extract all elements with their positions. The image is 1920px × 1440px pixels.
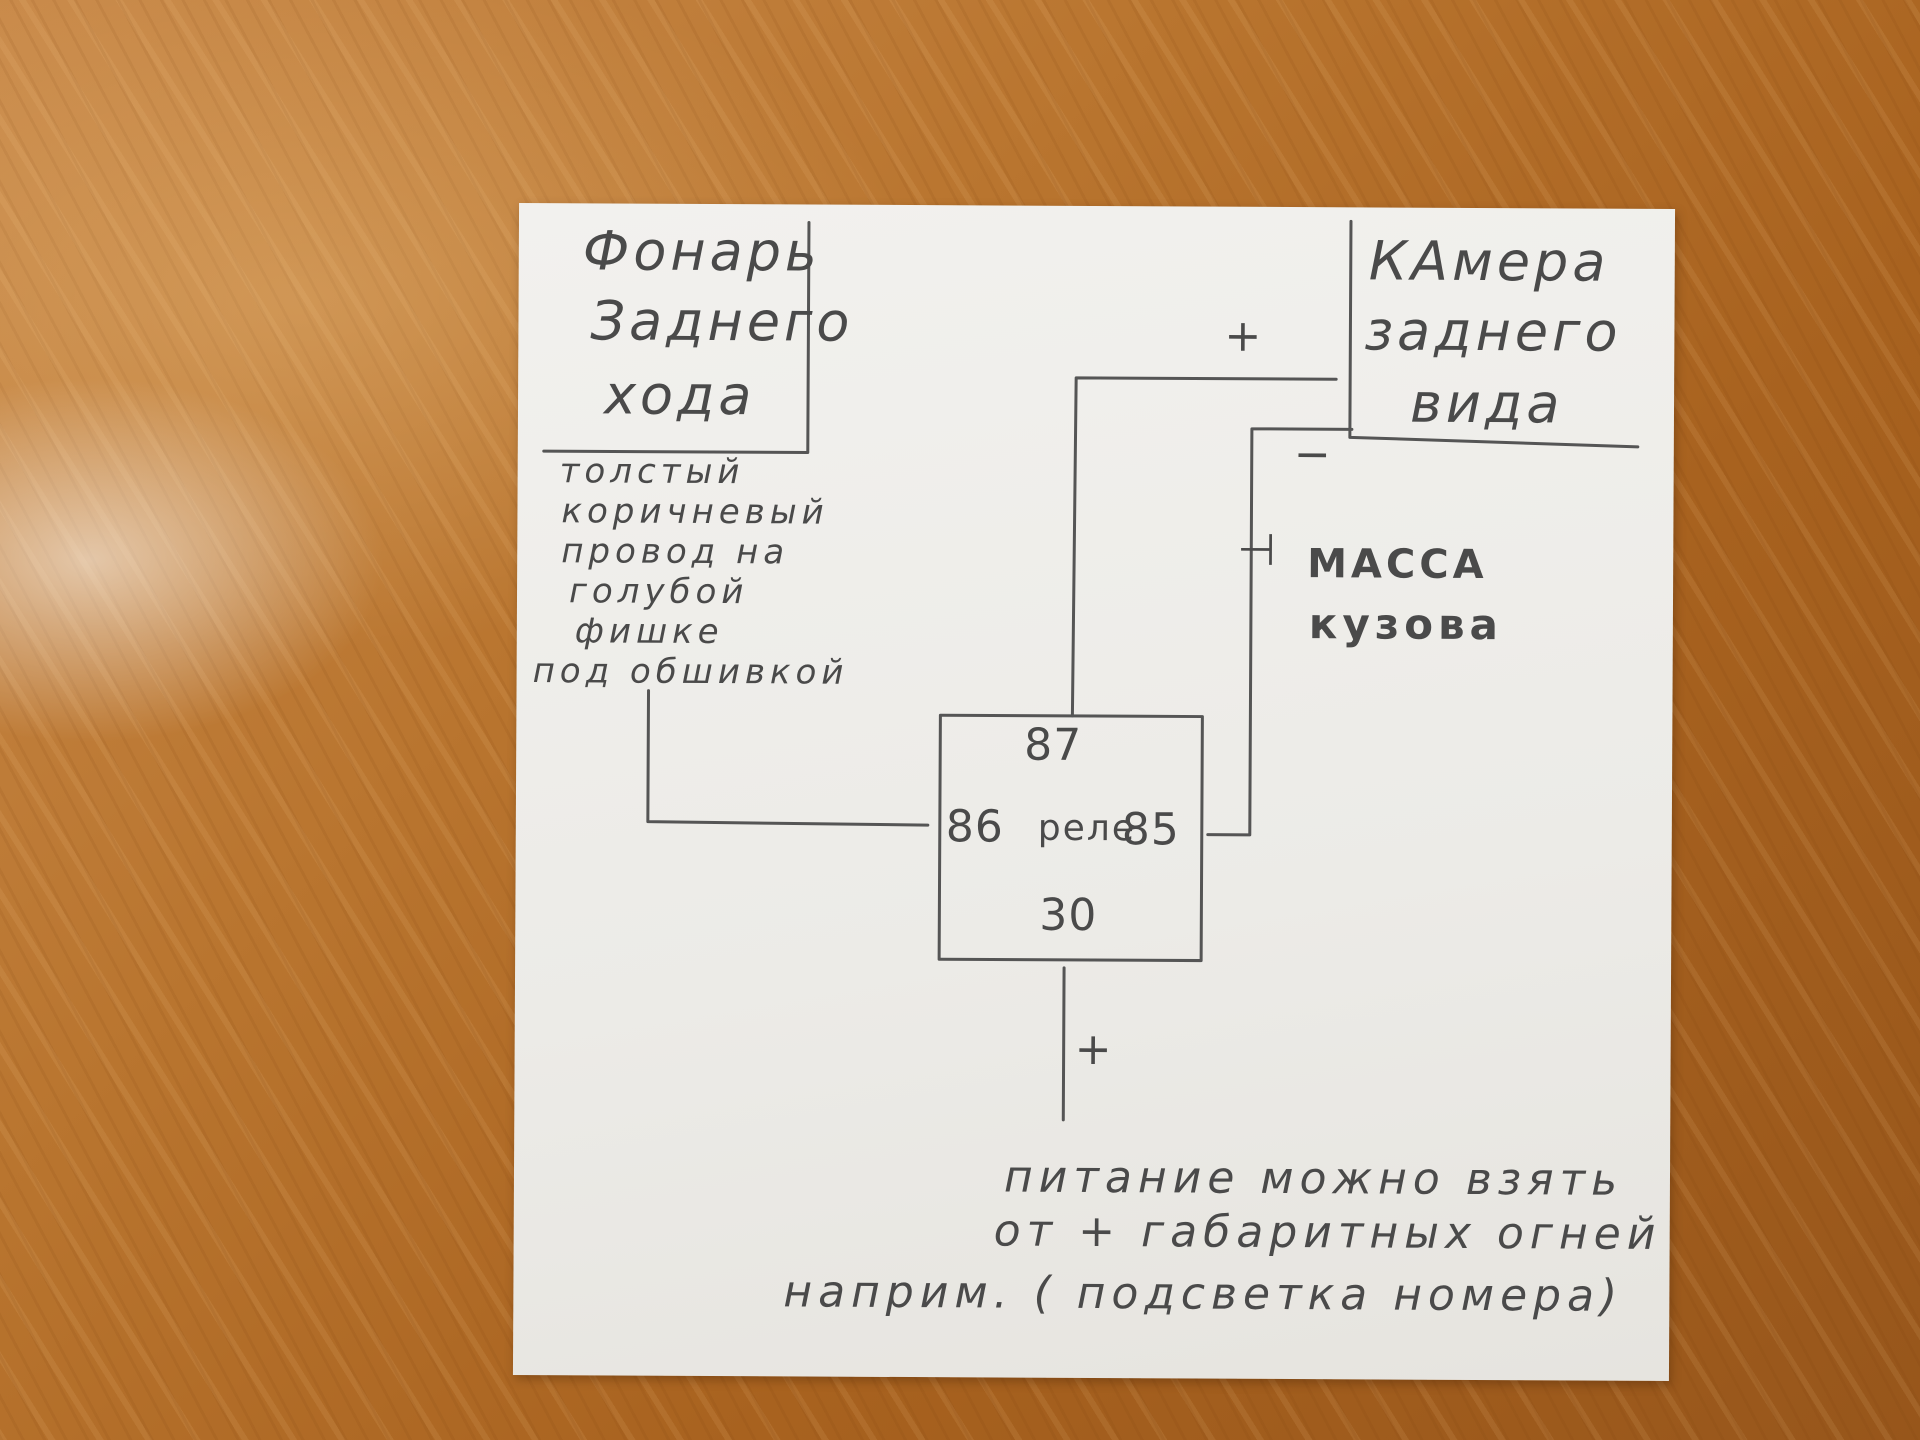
power-note-line1: питание можно взять xyxy=(1003,1151,1624,1206)
relay-pin-30: 30 xyxy=(1039,889,1098,942)
relay-pin-87: 87 xyxy=(1024,719,1083,771)
ground-label-line1: МАССА xyxy=(1307,541,1488,589)
camera-minus-sign: − xyxy=(1293,429,1332,481)
wire-85-to-ground xyxy=(1206,427,1354,837)
wire-30-power xyxy=(1061,966,1066,1122)
power-note-line3: наприм. ( подсветка номера) xyxy=(783,1266,1624,1322)
relay-pin-86: 86 xyxy=(945,801,1004,853)
wire-lamp-to-86 xyxy=(646,689,930,827)
lamp-label-line3: хода xyxy=(603,363,756,428)
lamp-label-line2: Заднего xyxy=(590,289,854,354)
relay-pin-85: 85 xyxy=(1121,804,1180,856)
wire-note-line3: провод на xyxy=(561,531,790,573)
ground-symbol: ⊣ xyxy=(1237,524,1277,576)
camera-label-line2: заднего xyxy=(1364,299,1622,364)
camera-plus-sign: + xyxy=(1224,310,1263,362)
lamp-label-line1: Фонарь xyxy=(582,219,822,284)
camera-label-line1: КАмера xyxy=(1368,229,1610,294)
lamp-box-border xyxy=(542,220,811,454)
circuit-lines xyxy=(542,219,1640,1122)
ground-label-line2: кузова xyxy=(1308,599,1504,650)
camera-box-border xyxy=(1348,219,1640,449)
power-note-line2: от + габаритных огней xyxy=(993,1205,1662,1260)
wire-note-line2: коричневый xyxy=(561,491,829,533)
camera-label-line3: вида xyxy=(1409,371,1564,436)
wire-87-to-camera-plus xyxy=(1070,376,1338,718)
power-plus-sign: + xyxy=(1074,1023,1113,1076)
wire-note-line1: толстый xyxy=(559,451,745,493)
wire-note-line4: голубой xyxy=(568,571,749,613)
wire-note-line5: фишке xyxy=(574,611,724,653)
wire-note-line6: под обшивкой xyxy=(532,651,849,693)
paper-note: Фонарь Заднего хода КАмера заднего вида … xyxy=(512,202,1676,1382)
